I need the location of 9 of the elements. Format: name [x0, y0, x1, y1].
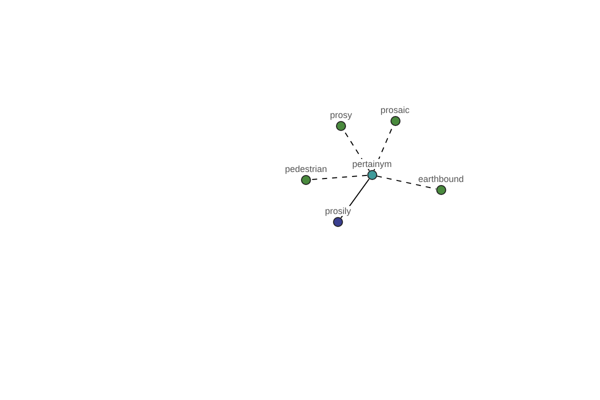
node-label: prosily — [325, 206, 351, 216]
node-label: prosaic — [380, 105, 410, 115]
node-label: prosy — [330, 110, 352, 120]
dashed-line — [310, 174, 368, 180]
dashed-line — [376, 176, 437, 190]
node-label: earthbound — [418, 174, 464, 184]
node-label: pedestrian — [284, 164, 328, 174]
dashed-line — [343, 130, 370, 172]
node-label: pertainym — [352, 159, 392, 169]
